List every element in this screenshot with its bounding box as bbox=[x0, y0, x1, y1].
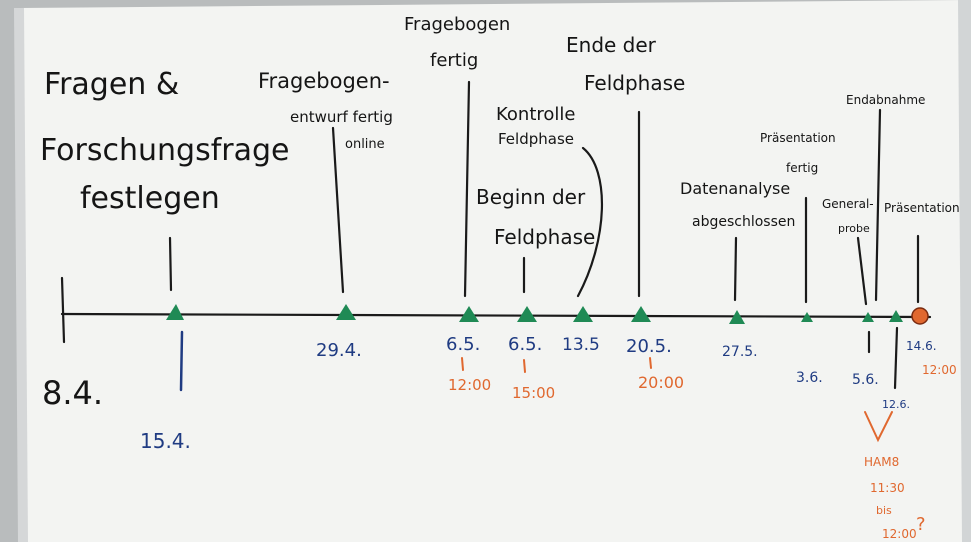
label-title-3: festlegen bbox=[80, 181, 220, 216]
date-27-5: 27.5. bbox=[722, 344, 758, 360]
line-13-5 bbox=[576, 146, 604, 298]
label-title-1: Fragen & bbox=[44, 67, 179, 102]
label-fb-entwurf-3: online bbox=[345, 137, 385, 152]
label-kontrolle-2: Feldphase bbox=[498, 130, 574, 148]
marker-29-4 bbox=[336, 304, 356, 320]
marker-15-4 bbox=[166, 304, 184, 320]
tick-12-00 bbox=[461, 357, 464, 371]
label-datenanalyse-2: abgeschlossen bbox=[692, 214, 795, 230]
line-6-5-a bbox=[463, 80, 471, 298]
marker-20-5 bbox=[631, 306, 651, 322]
date-6-5-b: 6.5. bbox=[508, 334, 542, 355]
label-beginn-1: Beginn der bbox=[476, 185, 586, 209]
line-endabnahme bbox=[874, 108, 882, 302]
tick-15-00 bbox=[523, 359, 526, 373]
label-fb-entwurf-1: Fragebogen- bbox=[258, 69, 390, 93]
label-praesentation-fertig-1: Präsentation bbox=[760, 131, 836, 145]
date-29-4: 29.4. bbox=[316, 340, 362, 361]
time-12-00: 12:00 bbox=[448, 376, 491, 394]
whiteboard-surface bbox=[20, 0, 971, 542]
date-20-5: 20.5. bbox=[626, 336, 672, 357]
board-frame-left bbox=[14, 8, 28, 542]
date-14-6: 14.6. bbox=[906, 339, 937, 353]
label-generalprobe-2: probe bbox=[838, 222, 870, 235]
label-ende-2: Feldphase bbox=[584, 71, 685, 95]
label-ende-1: Ende der bbox=[566, 33, 657, 57]
label-title-2: Forschungsfrage bbox=[40, 133, 290, 168]
marker-3-6 bbox=[801, 312, 813, 322]
date-5-6: 5.6. bbox=[852, 372, 879, 388]
date-6-5-a: 6.5. bbox=[446, 334, 480, 355]
label-fb-fertig-1: Fragebogen bbox=[404, 14, 510, 35]
label-generalprobe-1: General- bbox=[822, 197, 874, 211]
line-27-5 bbox=[733, 236, 738, 302]
date-12-6: 12.6. bbox=[882, 398, 910, 411]
note-12-00: 12:00 bbox=[882, 527, 917, 541]
time-20-00: 20:00 bbox=[638, 373, 684, 392]
marker-5-6 bbox=[862, 312, 874, 322]
note-bis: bis bbox=[876, 504, 892, 517]
label-fb-entwurf-2: entwurf fertig bbox=[290, 108, 393, 126]
time-15-00: 15:00 bbox=[512, 384, 555, 402]
label-endabnahme: Endabnahme bbox=[846, 93, 925, 107]
timeline-start-tick bbox=[60, 276, 66, 344]
line-15-4-down bbox=[179, 330, 184, 392]
date-13-5: 13.5 bbox=[562, 335, 600, 355]
marker-27-5 bbox=[729, 310, 745, 324]
line-12-6-below bbox=[893, 326, 899, 390]
marker-14-6 bbox=[911, 307, 929, 325]
arrow-ham8 bbox=[864, 411, 893, 443]
note-question: ? bbox=[916, 514, 926, 535]
marker-6-5-b bbox=[517, 306, 537, 322]
label-praesentation: Präsentation bbox=[884, 201, 960, 215]
line-5-6 bbox=[856, 236, 868, 306]
tick-20-00 bbox=[649, 357, 652, 369]
time-12-00-b: 12:00 bbox=[922, 363, 957, 377]
timeline-axis bbox=[60, 312, 932, 319]
marker-6-5-a bbox=[459, 306, 479, 322]
note-ham8: HAM8 bbox=[864, 455, 899, 469]
line-15-4-up bbox=[168, 236, 173, 292]
note-11-30: 11:30 bbox=[870, 481, 905, 495]
label-kontrolle-1: Kontrolle bbox=[496, 104, 575, 125]
label-datenanalyse-1: Datenanalyse bbox=[680, 179, 790, 198]
date-8-4: 8.4. bbox=[42, 374, 103, 412]
marker-12-6 bbox=[889, 310, 903, 322]
date-3-6: 3.6. bbox=[796, 370, 823, 386]
marker-13-5 bbox=[573, 306, 593, 322]
label-praesentation-fertig-2: fertig bbox=[786, 161, 818, 175]
label-fb-fertig-2: fertig bbox=[430, 50, 478, 71]
label-beginn-2: Feldphase bbox=[494, 225, 595, 249]
line-29-4 bbox=[331, 126, 345, 294]
date-15-4: 15.4. bbox=[140, 429, 191, 453]
board-frame-right bbox=[958, 0, 971, 542]
